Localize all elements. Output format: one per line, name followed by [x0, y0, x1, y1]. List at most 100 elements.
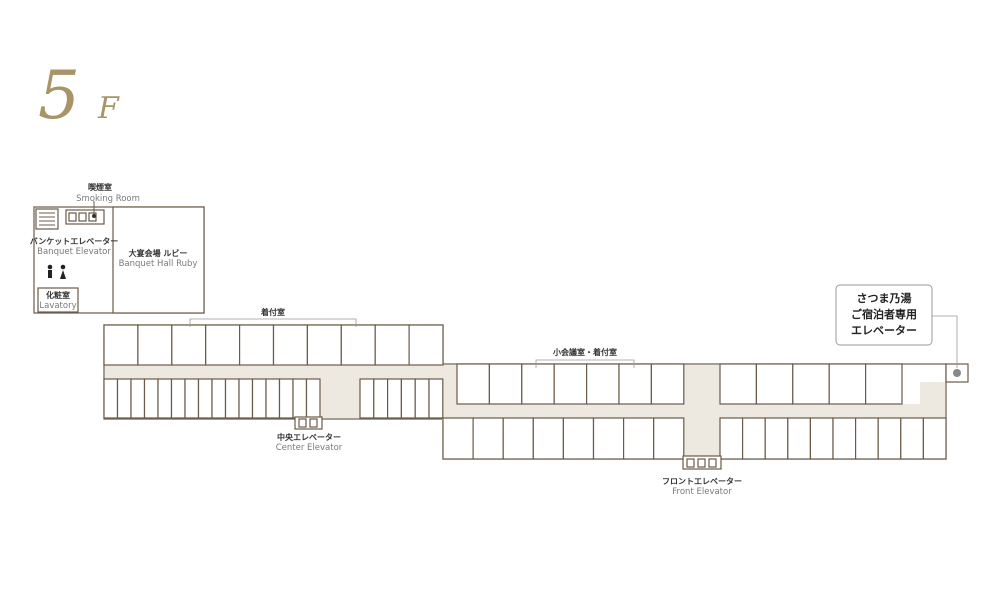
callout-box — [835, 284, 933, 346]
room-south-left[interactable] — [265, 378, 281, 419]
room-south-right-a[interactable] — [472, 417, 504, 460]
room-south-left[interactable] — [211, 378, 227, 419]
floor-suffix: F — [97, 91, 120, 126]
room-south-right-b[interactable] — [787, 417, 811, 460]
room-south-right-b[interactable] — [809, 417, 834, 460]
room-south-left[interactable] — [170, 378, 186, 419]
room-south-right-a[interactable] — [442, 417, 474, 460]
room-south-right-a[interactable] — [653, 417, 685, 460]
room-north-right-b[interactable] — [719, 363, 758, 405]
room-south-left[interactable] — [251, 378, 267, 419]
room-south-right-b[interactable] — [719, 417, 744, 460]
center-elevator-icon — [294, 416, 323, 430]
room-north-left[interactable] — [137, 324, 173, 366]
room-south-right-b[interactable] — [764, 417, 789, 460]
room-north-left[interactable] — [340, 324, 376, 366]
banquet-elevator-label-en: Banquet Elevator — [37, 247, 111, 257]
room-south-center[interactable] — [387, 378, 403, 419]
room-south-left[interactable] — [197, 378, 213, 419]
lavatory-room[interactable] — [37, 287, 79, 313]
room-south-right-b[interactable] — [922, 417, 947, 460]
room-north-right-b[interactable] — [828, 363, 867, 405]
room-north-right-a[interactable] — [488, 363, 523, 405]
room-north-left[interactable] — [239, 324, 275, 366]
room-south-right-a[interactable] — [532, 417, 564, 460]
lavatory-label-en: Lavatory — [39, 301, 76, 311]
room-south-center[interactable] — [373, 378, 389, 419]
room-south-right-b[interactable] — [741, 417, 766, 460]
room-south-left[interactable] — [224, 378, 240, 419]
room-north-right-a[interactable] — [553, 363, 588, 405]
room-south-left[interactable] — [305, 378, 321, 419]
room-north-left[interactable] — [272, 324, 309, 366]
center-elevator-label: 中央エレベーター — [277, 432, 341, 442]
center-elevator-label-en: Center Elevator — [276, 443, 343, 453]
room-north-right-b[interactable] — [755, 363, 794, 405]
smoking-room-label: 喫煙室 — [88, 182, 112, 192]
room-south-center[interactable] — [359, 378, 375, 419]
floor-number: 5 — [38, 57, 80, 134]
smoking-room-dot — [92, 214, 96, 218]
room-south-left[interactable] — [238, 378, 254, 419]
room-south-left[interactable] — [278, 378, 294, 419]
room-north-left[interactable] — [374, 324, 410, 366]
banquet-hall-ruby[interactable] — [112, 206, 205, 314]
room-south-right-a[interactable] — [592, 417, 625, 460]
room-north-left[interactable] — [205, 324, 241, 366]
stairs-icon — [35, 208, 59, 230]
room-south-left[interactable] — [130, 378, 146, 419]
guest-floor-plan — [103, 318, 969, 470]
room-north-right-a[interactable] — [618, 363, 653, 405]
room-north-right-b[interactable] — [792, 363, 830, 405]
corridor-center-hall — [320, 365, 360, 418]
room-north-left[interactable] — [171, 324, 207, 366]
corridor-front-hall — [684, 365, 720, 457]
small-meeting-bracket — [535, 359, 635, 368]
room-south-left[interactable] — [143, 378, 159, 419]
room-south-right-b[interactable] — [877, 417, 902, 460]
room-south-center[interactable] — [428, 378, 444, 419]
room-north-right-b[interactable] — [864, 363, 903, 405]
room-south-right-b[interactable] — [832, 417, 857, 460]
floor-title: 5 F — [38, 57, 120, 134]
restroom-icon — [47, 264, 66, 279]
room-south-right-b[interactable] — [854, 417, 879, 460]
banquet-elevator-label: バンケットエレベーター — [30, 236, 118, 246]
small-meeting-room-label: 小会議室・着付室 — [552, 347, 617, 357]
front-elevator-icon — [682, 455, 722, 470]
room-south-right-a[interactable] — [562, 417, 595, 460]
room-south-right-b[interactable] — [900, 417, 924, 460]
smoking-room-label-en: Smoking Room — [76, 194, 140, 204]
location-pin-icon — [953, 369, 961, 377]
room-south-left[interactable] — [292, 378, 308, 419]
front-elevator-label-en: Front Elevator — [672, 487, 732, 497]
lavatory-label: 化粧室 — [46, 290, 70, 300]
room-north-right-a[interactable] — [456, 363, 491, 405]
room-north-right-a[interactable] — [521, 363, 555, 405]
dressing-room-label: 着付室 — [260, 307, 285, 317]
room-south-left[interactable] — [157, 378, 173, 419]
rooms-layer — [103, 324, 947, 460]
callout-line-2: ご宿泊者専用 — [851, 307, 917, 321]
banquet-block — [33, 201, 205, 314]
banquet-hall-label: 大宴会場 ルビー — [129, 248, 188, 258]
room-north-left[interactable] — [103, 324, 139, 366]
room-north-left[interactable] — [306, 324, 342, 366]
room-north-right-a[interactable] — [585, 363, 620, 405]
corridor-east-end — [920, 382, 945, 404]
callout-line-3: エレベーター — [851, 324, 917, 337]
room-north-right-a[interactable] — [650, 363, 685, 405]
room-south-left[interactable] — [184, 378, 200, 419]
room-south-right-a[interactable] — [622, 417, 655, 460]
room-south-right-a[interactable] — [502, 417, 534, 460]
room-south-left[interactable] — [103, 378, 119, 419]
room-south-center[interactable] — [400, 378, 416, 419]
room-south-center[interactable] — [414, 378, 430, 419]
room-north-left[interactable] — [408, 324, 444, 366]
front-elevator-label: フロントエレベーター — [662, 476, 742, 486]
corridor-left — [105, 365, 442, 379]
room-south-left[interactable] — [116, 378, 132, 419]
dressing-room-bracket — [189, 318, 357, 327]
banquet-hall-label-en: Banquet Hall Ruby — [119, 259, 198, 269]
